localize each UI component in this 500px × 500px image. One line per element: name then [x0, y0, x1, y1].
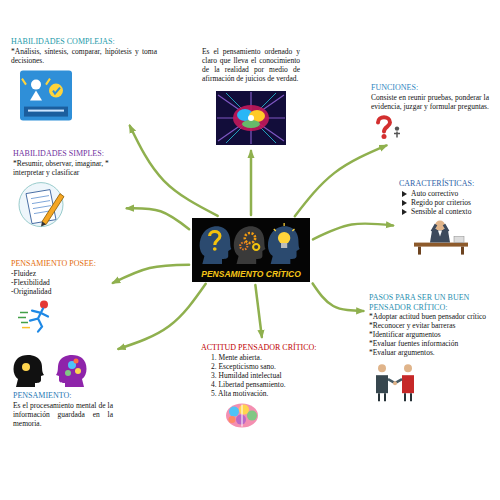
- branch-arrow: [127, 208, 189, 229]
- branch-arrow: [113, 265, 189, 283]
- branch-node: PENSAMIENTO:Es el procesamiento mental d…: [10, 350, 116, 431]
- list-item: 3. Humildad intelectual: [201, 371, 335, 380]
- branch-text: Es el pensamiento ordenado y claro que l…: [202, 47, 300, 83]
- branch-text: Es el procesamiento mental de la informa…: [13, 401, 113, 428]
- branch-text: *Evaluar fuentes información: [369, 339, 491, 348]
- branch-heading: PENSAMIENTO:: [13, 391, 113, 401]
- branch-node: HABILIDADES COMPLEJAS:*Análisis, síntesi…: [8, 34, 160, 124]
- list-item: Sensible al contexto: [399, 207, 489, 216]
- list-item: Regido por criterios: [399, 198, 489, 207]
- hub-title: PENSAMIENTO CRÍTICO: [195, 269, 307, 279]
- decision-icon: [20, 71, 72, 121]
- branch-node: Es el pensamiento ordenado y claro que l…: [199, 44, 303, 148]
- central-topic: PENSAMIENTO CRÍTICO: [192, 218, 310, 282]
- branch-arrow: [295, 145, 387, 216]
- branch-arrow: [130, 126, 218, 216]
- branch-text: -Fluidez: [11, 269, 107, 278]
- branch-node: FUNCIONES:Consiste en reunir pruebas, po…: [368, 80, 492, 144]
- pencil-icon: [19, 183, 64, 227]
- branch-text: -Originalidad: [11, 287, 107, 296]
- branch-node: ACTITUD PENSADOR CRÍTICO:1. Mente abiert…: [198, 340, 338, 433]
- list-item: 5. Alta motivación.: [201, 389, 335, 398]
- branch-arrow: [118, 284, 205, 349]
- branch-heading: HABILIDADES SIMPLES:: [13, 149, 121, 159]
- branch-text: *Resumir, observar, imaginar, * interpre…: [13, 159, 121, 177]
- branch-heading: PENSAMIENTO POSEE:: [11, 259, 107, 269]
- branch-heading: FUNCIONES:: [371, 83, 489, 93]
- branch-text: *Reconocer y evitar barreras: [369, 321, 491, 330]
- branch-arrow: [313, 223, 393, 239]
- branch-arrow: [250, 151, 253, 215]
- branch-node: PASOS PARA SER UN BUEN PENSADOR CRÍTICO:…: [366, 290, 494, 404]
- branch-arrow: [255, 285, 261, 337]
- handshake-figure: [376, 364, 414, 401]
- heads-image: [14, 355, 87, 387]
- brain-icon: [226, 404, 258, 428]
- hub-image: [192, 218, 310, 282]
- connector-layer: [113, 126, 393, 349]
- list-item: 2. Escepticismo sano.: [201, 362, 335, 371]
- branch-node: CARACTERÍSTICAS:Auto correctivoRegido po…: [396, 176, 492, 258]
- list-item: 1. Mente abierta.: [201, 353, 335, 362]
- branch-heading: HABILIDADES COMPLEJAS:: [11, 37, 157, 47]
- branch-text: *Análisis, síntesis, comparar, hipótesis…: [11, 47, 157, 65]
- branch-node: HABILIDADES SIMPLES:*Resumir, observar, …: [10, 146, 124, 231]
- list-item: 4. Libertad pensamiento.: [201, 380, 335, 389]
- branch-heading: CARACTERÍSTICAS:: [399, 179, 489, 189]
- brain-image: [216, 91, 286, 145]
- branch-text: *Adoptar actitud buen pensador crítico: [369, 312, 491, 321]
- list-item: Auto correctivo: [399, 189, 489, 198]
- branch-heading: ACTITUD PENSADOR CRÍTICO:: [201, 343, 335, 353]
- branch-text: -Flexibilidad: [11, 278, 107, 287]
- branch-text: *Evaluar argumentos.: [369, 348, 491, 357]
- branch-node: PENSAMIENTO POSEE:-Fluidez-Flexibilidad-…: [8, 256, 110, 336]
- desk-figure: [414, 221, 468, 255]
- branch-arrow: [313, 283, 364, 311]
- branch-heading: PASOS PARA SER UN BUEN PENSADOR CRÍTICO:: [369, 293, 491, 312]
- runner-figure: [18, 301, 48, 332]
- branch-text: *Identificar argumentos: [369, 330, 491, 339]
- branch-text: Consiste en reunir pruebas, ponderar la …: [371, 93, 489, 111]
- question-icon: [378, 117, 400, 139]
